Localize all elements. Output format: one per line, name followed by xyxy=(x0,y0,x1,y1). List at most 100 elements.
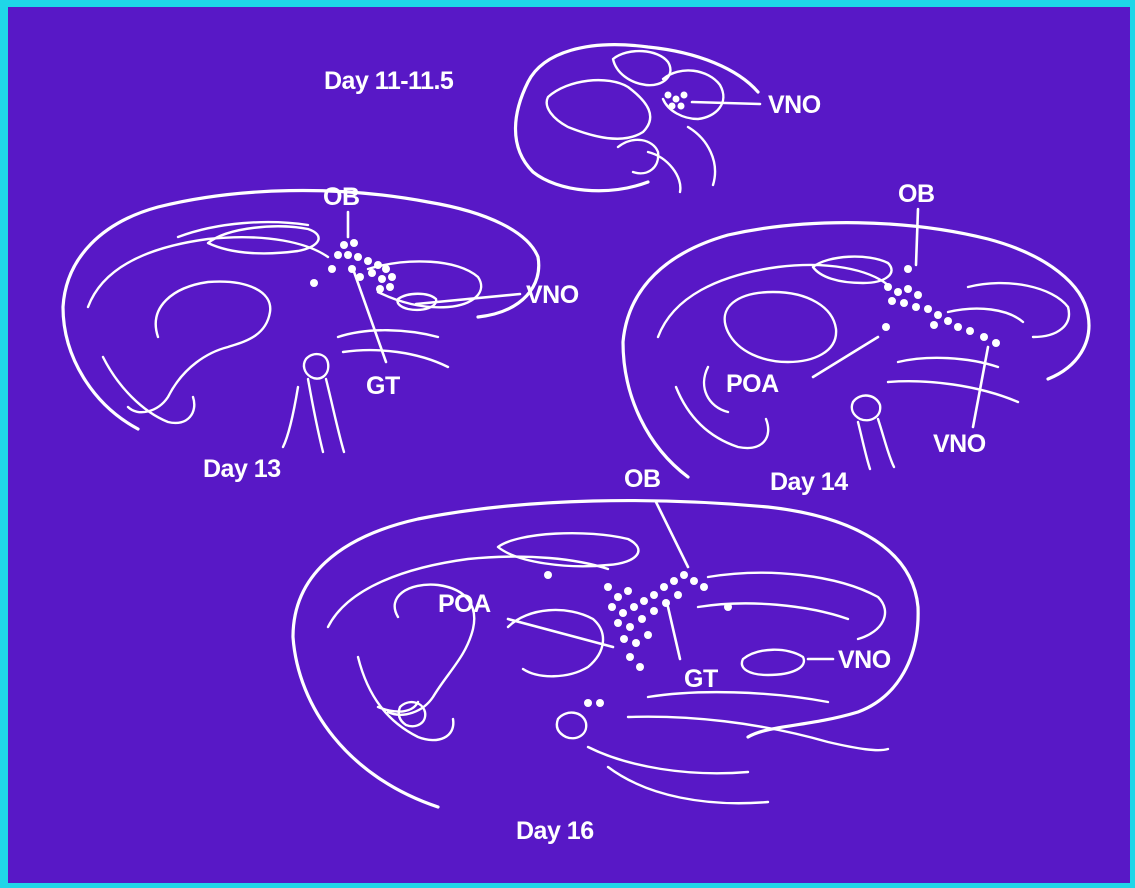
day16-cell xyxy=(650,591,658,599)
day11-nasal-pit xyxy=(663,70,723,119)
day13-title: Day 13 xyxy=(203,455,281,483)
embryo-day14: OB POA VNO Day 14 xyxy=(623,180,1089,496)
day13-cell xyxy=(364,257,372,265)
day16-jaw xyxy=(588,747,768,803)
day16-cell xyxy=(614,593,622,601)
day16-palate xyxy=(628,692,888,750)
day14-cell xyxy=(912,303,920,311)
day13-head-outline xyxy=(63,191,539,429)
day13-cell xyxy=(340,241,348,249)
day14-ob-label: OB xyxy=(898,180,935,208)
day14-cell xyxy=(930,321,938,329)
day14-cortex-contour xyxy=(658,265,888,337)
day16-cell xyxy=(620,635,628,643)
day14-neck-lines xyxy=(858,419,894,469)
day16-pituitary xyxy=(557,713,586,739)
day16-cell xyxy=(690,577,698,585)
day13-cell xyxy=(334,251,342,259)
day13-cell xyxy=(310,279,318,287)
day11-vno-leader xyxy=(692,102,760,104)
day14-cell xyxy=(954,323,962,331)
day11-cell xyxy=(673,96,680,103)
day13-pituitary xyxy=(304,354,328,379)
day13-cell xyxy=(382,265,390,273)
day11-title: Day 11-11.5 xyxy=(324,67,454,95)
day16-poa-label: POA xyxy=(438,590,491,618)
slide-panel: Day 11-11.5 VNO xyxy=(8,7,1130,883)
day11-jaw xyxy=(688,127,715,185)
day13-cell xyxy=(368,269,376,277)
day13-cell xyxy=(376,285,384,293)
day16-head-outline xyxy=(293,501,918,807)
day14-palate xyxy=(888,358,1018,402)
day14-title: Day 14 xyxy=(770,468,848,496)
day16-cell xyxy=(614,619,622,627)
day16-cell xyxy=(680,571,688,579)
day16-cell xyxy=(604,583,612,591)
day14-cell xyxy=(904,285,912,293)
day13-cortex-contour xyxy=(88,222,328,307)
day14-cell xyxy=(900,299,908,307)
day14-cell xyxy=(980,333,988,341)
day11-head-outline xyxy=(516,45,759,191)
day16-cell xyxy=(596,699,604,707)
day16-title: Day 16 xyxy=(516,817,594,845)
day16-cell xyxy=(640,597,648,605)
day14-ob-leader xyxy=(916,209,918,265)
day13-cell xyxy=(354,253,362,261)
day13-gt-label: GT xyxy=(366,372,400,400)
day13-cell xyxy=(344,251,352,259)
day14-cell xyxy=(992,339,1000,347)
day13-cell xyxy=(388,273,396,281)
day11-cell xyxy=(678,103,685,110)
day16-cell xyxy=(700,583,708,591)
day11-brain-contour xyxy=(547,80,651,139)
day11-vno-label: VNO xyxy=(768,91,821,119)
day16-cell xyxy=(626,623,634,631)
day14-cell xyxy=(934,311,942,319)
day16-ob-label: OB xyxy=(624,465,661,493)
day14-midbrain-fold xyxy=(725,292,836,362)
day14-pituitary xyxy=(852,396,880,421)
day14-vno-label: VNO xyxy=(933,430,986,458)
day13-cell xyxy=(386,283,394,291)
day16-cell xyxy=(608,603,616,611)
day13-midbrain-fold xyxy=(128,282,270,413)
day14-cell xyxy=(966,327,974,335)
day14-cell xyxy=(888,297,896,305)
day13-cell xyxy=(328,265,336,273)
day13-vno-label: VNO xyxy=(526,281,579,309)
day16-cell xyxy=(644,631,652,639)
embryo-head-diagrams: Day 11-11.5 VNO xyxy=(8,7,1130,883)
day11-inner-fold xyxy=(613,51,670,85)
day16-hypothalamus xyxy=(508,610,603,676)
day16-cell xyxy=(544,571,552,579)
day16-cell xyxy=(636,663,644,671)
day16-vno-organ xyxy=(742,650,804,675)
day16-vno-label: VNO xyxy=(838,646,891,674)
day16-cell xyxy=(626,653,634,661)
day14-cell xyxy=(944,317,952,325)
day14-vno-leader xyxy=(973,347,988,427)
day16-cell xyxy=(674,591,682,599)
day16-cell xyxy=(619,609,627,617)
day16-cell xyxy=(670,577,678,585)
day11-cell xyxy=(669,103,676,110)
day13-palate xyxy=(338,330,448,367)
day14-gnrh-cells xyxy=(882,265,1000,347)
day13-gt-leader xyxy=(353,269,386,362)
day14-cell xyxy=(904,265,912,273)
day13-neck-lines xyxy=(283,379,344,452)
day16-gt-leader xyxy=(668,607,680,659)
day14-poa-leader xyxy=(813,337,878,377)
day14-nasal-cavity xyxy=(948,283,1069,337)
day14-cell xyxy=(924,305,932,313)
day16-cell xyxy=(724,603,732,611)
day14-cell xyxy=(884,283,892,291)
day13-ventricle xyxy=(208,226,319,253)
day16-gt-label: GT xyxy=(684,665,718,693)
day13-cell xyxy=(374,261,382,269)
embryo-day16: OB POA GT VNO Day 16 xyxy=(293,465,918,845)
day11-cell xyxy=(681,92,688,99)
day13-ob-label: OB xyxy=(323,183,360,211)
